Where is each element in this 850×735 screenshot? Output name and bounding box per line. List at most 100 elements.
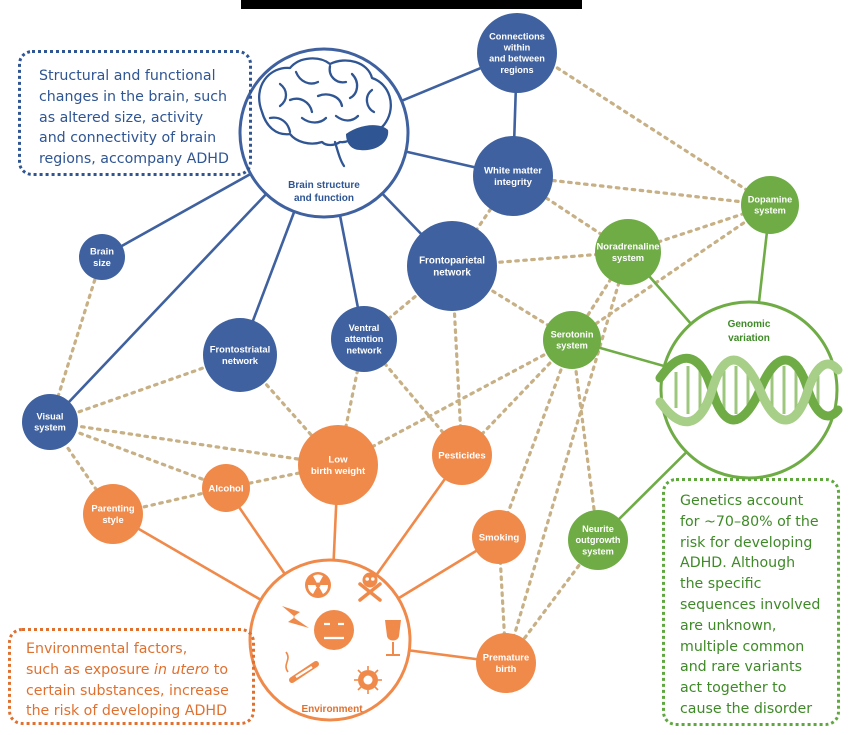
link-dopamine-serotonin xyxy=(570,203,772,342)
node-circle xyxy=(472,510,526,564)
node-label: Alcohol xyxy=(208,483,243,494)
gen-callout-line: risk for developing xyxy=(680,534,813,551)
node-smoking: Smoking xyxy=(472,510,526,564)
gen-callout-line: sequences involved xyxy=(680,596,821,613)
brain-callout-line: changes in the brain, such xyxy=(39,88,228,105)
node-circle xyxy=(568,510,628,570)
node-circle xyxy=(595,219,661,285)
brain-callout-line: and connectivity of brain xyxy=(39,130,217,147)
node-label: Smoking xyxy=(479,532,520,543)
node-circle xyxy=(432,425,492,485)
gen-callout-line: for ~70–80% of the xyxy=(680,513,819,530)
skull-crossbones-icon xyxy=(358,572,382,602)
node-circle xyxy=(202,464,250,512)
lightning-icon xyxy=(282,606,309,628)
env-callout-text: to xyxy=(209,661,229,678)
dna-icon xyxy=(655,354,843,426)
link-visual-lowbirth xyxy=(48,420,340,467)
node-circle xyxy=(79,234,125,280)
node-circle xyxy=(543,311,601,369)
wine-glass-icon xyxy=(385,620,401,656)
radiation-icon xyxy=(305,572,331,598)
node-circle xyxy=(407,221,497,311)
link-noradrenaline-premature xyxy=(504,250,630,665)
face-icon xyxy=(314,610,354,650)
gen-callout-line: act together to xyxy=(680,680,787,697)
link-brainsize-visual xyxy=(48,255,104,424)
node-circle xyxy=(477,13,557,93)
link-connections-dopamine xyxy=(515,40,772,207)
environment-hub-label: Environment xyxy=(301,704,363,715)
node-circle xyxy=(83,484,143,544)
brain-callout-line: Structural and functional xyxy=(39,68,216,84)
node-circle xyxy=(473,136,553,216)
env-callout-line: Environmental factors, xyxy=(26,641,188,657)
brain-callout: Structural and functional changes in the… xyxy=(18,50,252,176)
brain-callout-line: as altered size, activity xyxy=(39,109,204,126)
env-callout-line: the risk of developing ADHD xyxy=(26,703,228,720)
gen-callout-line: the specific xyxy=(680,576,762,593)
node-circle xyxy=(22,394,78,450)
virus-icon xyxy=(354,666,382,694)
brain-icon xyxy=(258,57,392,168)
cerebellum-shape xyxy=(346,125,389,151)
node-label: Pesticides xyxy=(438,450,485,461)
link-serotonin-smoking xyxy=(497,338,574,539)
gen-callout-line: multiple common xyxy=(680,638,805,655)
brain-callout-line: regions, accompany ADHD xyxy=(39,151,229,168)
gen-callout-line: Genetics account xyxy=(680,493,804,509)
genetics-callout: Genetics account for ~70–80% of the risk… xyxy=(662,478,840,726)
environment-callout: Environmental factors, such as exposure … xyxy=(8,628,255,725)
env-callout-italic: in utero xyxy=(154,661,210,678)
env-callout-line: such as exposure in utero to xyxy=(26,660,246,681)
env-callout-text: such as exposure xyxy=(26,661,154,678)
link-whitematter-dopamine xyxy=(511,174,772,207)
environment-hub: Environment xyxy=(248,558,412,722)
link-visual-alcohol xyxy=(48,420,228,490)
link-serotonin-neurite xyxy=(570,338,600,542)
cigarette-icon xyxy=(285,651,319,683)
node-circle xyxy=(331,306,397,372)
node-pesticides: Pesticides xyxy=(432,425,492,485)
gen-callout-line: cause the disorder xyxy=(680,700,813,717)
top-black-bar xyxy=(241,0,582,9)
gen-callout-line: ADHD. Although xyxy=(680,555,796,572)
node-circle xyxy=(298,425,378,505)
gen-callout-line: and rare variants xyxy=(680,659,802,676)
node-circle xyxy=(203,318,277,392)
env-callout-line: certain substances, increase xyxy=(26,682,229,699)
